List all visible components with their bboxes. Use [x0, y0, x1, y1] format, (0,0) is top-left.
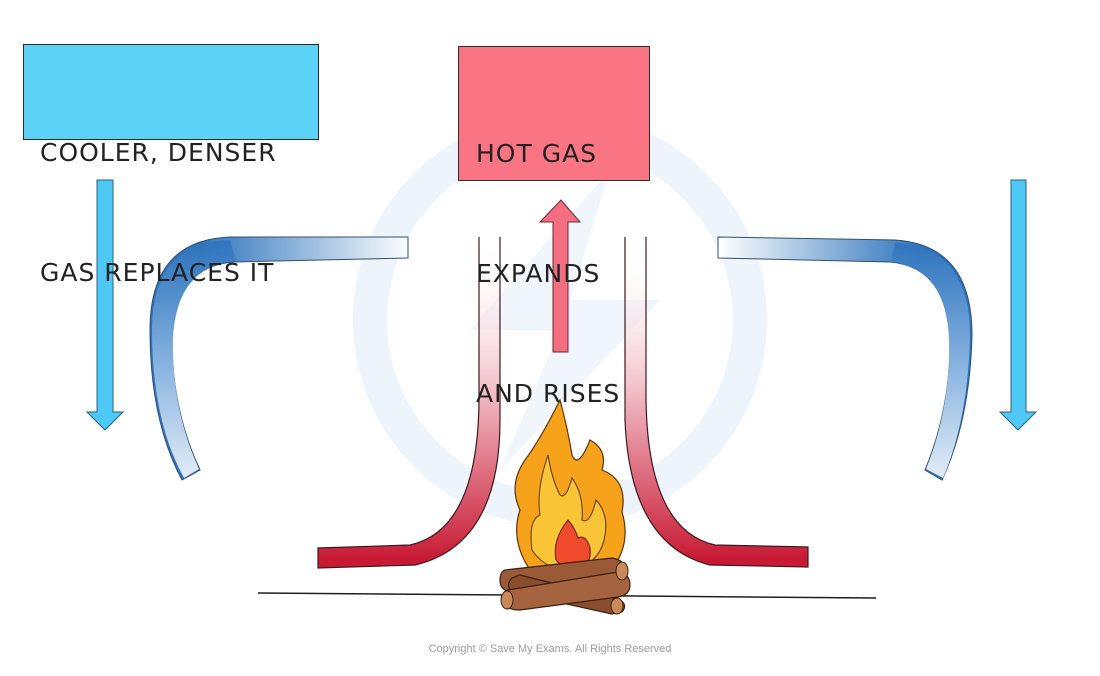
hot-arrow-up	[538, 199, 582, 353]
campfire-icon	[499, 398, 631, 615]
hot-gas-label-box: HOT GAS EXPANDS AND RISES	[458, 46, 650, 408]
hot-label-line-2: EXPANDS	[476, 259, 601, 288]
hot-flow-left	[317, 237, 501, 569]
cool-arrow-left	[85, 179, 125, 431]
hot-label-line-1: HOT GAS	[476, 139, 598, 168]
cooler-gas-label-box: COOLER, DENSER GAS REPLACES IT	[23, 44, 319, 287]
cool-arrow-right	[998, 179, 1038, 431]
cool-flow-left	[149, 236, 409, 481]
copyright-text: Copyright © Save My Exams. All Rights Re…	[428, 643, 672, 655]
hot-flow-right	[624, 237, 809, 568]
cool-label-line-2: GAS REPLACES IT	[40, 258, 275, 287]
hot-label-line-3: AND RISES	[476, 379, 621, 408]
cool-label-line-1: COOLER, DENSER	[40, 138, 277, 167]
cool-flow-right	[717, 236, 973, 481]
